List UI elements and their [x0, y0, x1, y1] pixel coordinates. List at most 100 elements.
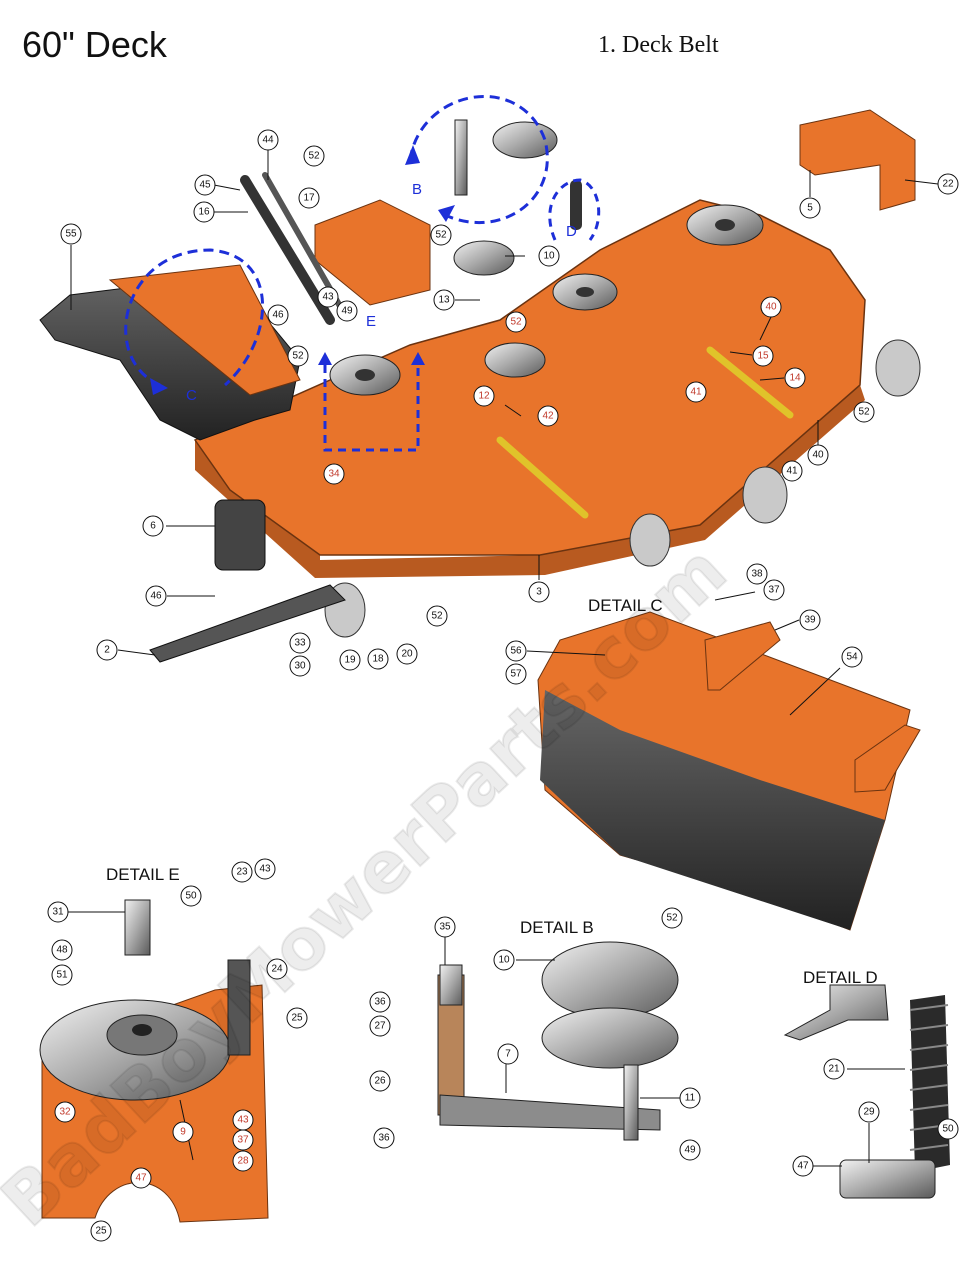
detail-d-label: DETAIL D	[803, 968, 878, 987]
callout-circle	[396, 643, 418, 665]
callout-number: 36	[374, 997, 386, 1008]
callout-number: 33	[294, 638, 306, 649]
callout-number: 45	[199, 180, 211, 191]
motion-arrows: B D C E	[124, 94, 601, 452]
callout-number: 52	[510, 317, 522, 328]
callout-number: 37	[768, 585, 780, 596]
callout-c31: 31	[47, 901, 69, 923]
callout-c20: 20	[396, 643, 418, 665]
callout-circle	[130, 1167, 152, 1189]
callout-c41b: 41	[781, 460, 803, 482]
callout-c24: 24	[266, 958, 288, 980]
callout-circle	[47, 901, 69, 923]
callout-circle	[323, 463, 345, 485]
callout-c47b: 47	[792, 1155, 814, 1177]
callout-number: 38	[751, 569, 763, 580]
callout-circle	[145, 585, 167, 607]
callout-circle	[194, 174, 216, 196]
callout-number: 43	[322, 292, 334, 303]
callout-c5: 5	[799, 197, 821, 219]
callout-number: 35	[439, 922, 451, 933]
callout-circle	[752, 345, 774, 367]
callout-circle	[289, 655, 311, 677]
callout-circle	[493, 949, 515, 971]
callout-number: 36	[378, 1133, 390, 1144]
callout-number: 48	[56, 945, 68, 956]
callout-c10b: 10	[493, 949, 515, 971]
callout-c50a: 50	[180, 885, 202, 907]
callout-c37a: 37	[763, 579, 785, 601]
arrow-label-d: D	[566, 223, 577, 240]
callout-c16: 16	[193, 201, 215, 223]
callout-circle	[317, 286, 339, 308]
mower-deck	[39, 109, 916, 578]
callout-circle	[231, 861, 253, 883]
callout-circle	[96, 639, 118, 661]
callout-c7: 7	[497, 1043, 519, 1065]
callout-c6: 6	[142, 515, 164, 537]
callout-c49a: 49	[336, 300, 358, 322]
callout-number: 21	[828, 1064, 840, 1075]
callout-number: 54	[846, 652, 858, 663]
callout-circle	[473, 385, 495, 407]
callout-circle	[172, 1121, 194, 1143]
callout-circle	[266, 958, 288, 980]
callout-circle	[51, 964, 73, 986]
callout-c40b: 40	[807, 444, 829, 466]
detail-e-label: DETAIL E	[106, 865, 180, 884]
callout-c43c: 43	[232, 1109, 254, 1131]
callout-circle	[858, 1101, 880, 1123]
callout-circle	[60, 223, 82, 245]
callout-c22: 22	[937, 173, 959, 195]
callout-circle	[287, 345, 309, 367]
callout-c36a: 36	[369, 991, 391, 1013]
callout-circle	[505, 640, 527, 662]
callout-c44: 44	[257, 129, 279, 151]
callout-c25b: 25	[90, 1220, 112, 1242]
detail-b-idler: DETAIL B	[437, 918, 679, 1141]
callout-number: 49	[684, 1145, 696, 1156]
callout-c36b: 36	[373, 1127, 395, 1149]
callout-c52f: 52	[426, 605, 448, 627]
callout-c35: 35	[434, 916, 456, 938]
callout-circle	[799, 197, 821, 219]
callout-c50b: 50	[937, 1118, 959, 1140]
callout-circle	[289, 632, 311, 654]
callout-c52a: 52	[303, 145, 325, 167]
callout-circle	[267, 304, 289, 326]
callout-number: 24	[271, 964, 283, 975]
callout-circle	[538, 245, 560, 267]
callout-number: 47	[135, 1173, 147, 1184]
callout-number: 17	[303, 193, 315, 204]
callout-number: 16	[198, 207, 210, 218]
callout-c17: 17	[298, 187, 320, 209]
callout-number: 52	[292, 351, 304, 362]
callout-circle	[369, 1070, 391, 1092]
arrow-label-e: E	[366, 313, 376, 330]
callout-c3: 3	[528, 581, 550, 603]
detail-e-pulley: DETAIL E	[39, 865, 269, 1223]
callout-number: 56	[510, 646, 522, 657]
callout-number: 41	[690, 387, 702, 398]
callout-circle	[763, 579, 785, 601]
callout-number: 13	[438, 295, 450, 306]
callout-c28: 28	[232, 1150, 254, 1172]
callout-circle	[336, 300, 358, 322]
detail-c-label: DETAIL C	[588, 596, 663, 615]
callout-circle	[90, 1220, 112, 1242]
callout-circle	[232, 1150, 254, 1172]
callout-circle	[193, 201, 215, 223]
callout-circle	[303, 145, 325, 167]
callout-number: 26	[374, 1076, 386, 1087]
callout-c2: 2	[96, 639, 118, 661]
callout-number: 7	[505, 1049, 511, 1060]
callout-number: 37	[237, 1135, 249, 1146]
callout-number: 55	[65, 229, 77, 240]
callout-c51: 51	[51, 964, 73, 986]
callout-number: 11	[685, 1093, 696, 1104]
callout-number: 31	[52, 907, 64, 918]
callout-circle	[257, 129, 279, 151]
callout-number: 3	[536, 587, 542, 598]
callout-number: 22	[942, 179, 954, 190]
